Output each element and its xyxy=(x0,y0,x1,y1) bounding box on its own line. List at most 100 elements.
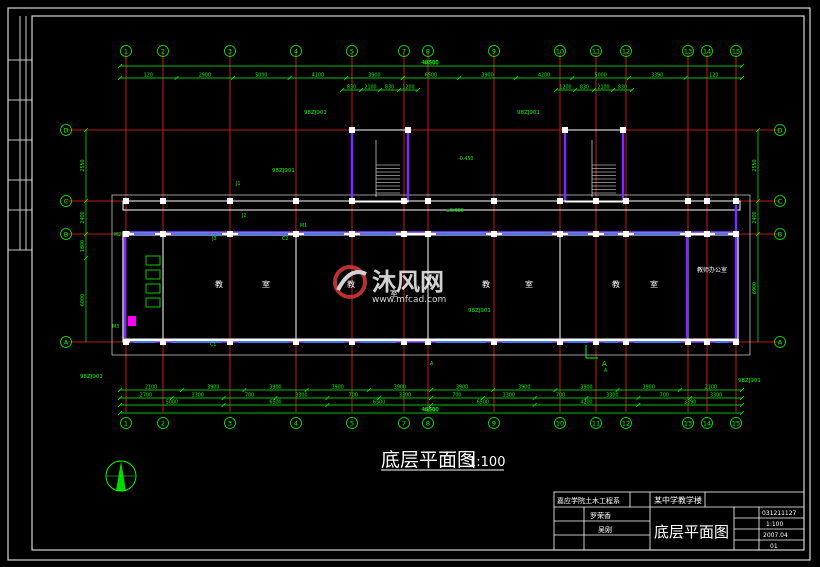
dim-bottom-row2-label: 3300 xyxy=(192,393,204,399)
column xyxy=(593,339,599,345)
column xyxy=(349,198,355,204)
axis-bubble-bottom xyxy=(120,417,132,429)
dim-top-row1-tick xyxy=(626,75,632,81)
dim-total-bottom-tick xyxy=(117,410,123,416)
misc-label: A xyxy=(430,361,434,367)
dim-top-row2a-label: 2100 xyxy=(364,85,376,91)
dim-bottom-row2-tick xyxy=(584,395,589,401)
dim-top-row1-tick xyxy=(400,75,405,81)
dim-bottom-row1-tick xyxy=(739,387,745,393)
misc-label: J1 xyxy=(235,181,240,187)
column xyxy=(349,339,355,345)
dim-top-row1-label: 5000 xyxy=(255,73,267,79)
axis-label-bottom: 14 xyxy=(703,420,711,428)
column xyxy=(160,198,166,204)
dim-bottom-row2-label: 700 xyxy=(452,393,461,399)
column xyxy=(593,198,599,204)
corridor-wall-north xyxy=(122,200,741,211)
axis-label-left: B xyxy=(64,231,68,239)
dim-bottom-row2-label: 3300 xyxy=(399,393,411,399)
dim-bottom-row2-label: 700 xyxy=(245,393,254,399)
dim-top-row1-label: 120 xyxy=(144,73,153,79)
tb-sheet: 01 xyxy=(770,543,778,550)
column xyxy=(425,339,431,345)
axis-bubble-bottom xyxy=(620,417,632,429)
dim-top-row1-tick xyxy=(287,75,292,81)
watermark-brand: 沐风网 xyxy=(372,268,444,296)
dim-top-row1-label: 3390 xyxy=(651,73,663,79)
column xyxy=(491,231,497,237)
stair-treads xyxy=(375,140,616,197)
axis-bubble-bottom xyxy=(398,417,410,429)
axis-bubble-right xyxy=(774,195,786,207)
watermark-logo-icon xyxy=(333,265,367,299)
axis-label-bottom: 9 xyxy=(492,420,496,428)
dim-bottom-row3-label: 6500 xyxy=(477,400,489,406)
dim-right-tick xyxy=(755,231,761,237)
dim-bottom-row2-tick xyxy=(376,395,382,401)
axis-bubble-left xyxy=(60,124,72,136)
axis-label-left: C xyxy=(64,198,69,206)
dim-top-row2b-label: 2100 xyxy=(597,85,609,91)
dim-top-row1-label: 3900 xyxy=(481,73,493,79)
dim-top-row1-tick xyxy=(739,75,745,81)
axis-bubble-top xyxy=(398,45,410,57)
axis-bubble-left xyxy=(60,228,72,240)
dim-left-tick xyxy=(83,231,89,237)
column xyxy=(425,231,431,237)
title-block xyxy=(553,491,805,551)
axis-label-bottom: 5 xyxy=(350,420,354,428)
dim-bottom-row2-label: 2700 xyxy=(140,393,152,399)
dim-bottom-row1-label: 3900 xyxy=(207,385,219,391)
column xyxy=(685,198,691,204)
column xyxy=(557,198,563,204)
dim-bottom-row1-tick xyxy=(304,387,309,393)
room-label: 室 xyxy=(525,279,533,289)
room-label: 室 xyxy=(262,279,270,289)
column xyxy=(349,127,355,133)
dim-top-row1-tick xyxy=(683,75,688,81)
dim-top-row1-tick xyxy=(457,75,462,81)
detail-reference: 98ZJ901 xyxy=(304,110,327,116)
dim-top-row1-tick xyxy=(117,75,123,81)
misc-label: C1 xyxy=(210,342,216,348)
axis-label-right: C xyxy=(778,198,783,206)
tb-designer: 罗荣香 xyxy=(590,511,611,520)
axis-label-top: 1 xyxy=(124,48,128,56)
watermark-url: www.mfcad.com xyxy=(372,295,446,305)
dim-total-top-tick xyxy=(739,63,745,69)
axis-label-bottom: 4 xyxy=(294,420,298,428)
dim-bottom-row1-label: 3900 xyxy=(643,385,655,391)
column xyxy=(491,198,497,204)
detail-reference: 98ZJ901 xyxy=(272,168,295,174)
column xyxy=(623,231,629,237)
tb-date: 2007.04 xyxy=(763,532,788,539)
section-marker-label: A xyxy=(602,360,607,368)
axis-label-top: 15 xyxy=(732,48,740,56)
dim-bottom-row2-tick xyxy=(532,395,537,401)
column xyxy=(623,339,629,345)
dim-bottom-row3-tick xyxy=(636,402,641,408)
dim-bottom-row1-tick xyxy=(366,387,372,393)
dim-top-row2a-tick xyxy=(396,87,402,93)
dim-bottom-row1-tick xyxy=(179,387,185,393)
axis-bubble-bottom xyxy=(346,417,358,429)
dim-bottom-row1-label: 2100 xyxy=(145,385,157,391)
axis-bubble-right xyxy=(774,228,786,240)
axis-bubble-bottom xyxy=(422,417,434,429)
column xyxy=(227,198,233,204)
dim-total-top-tick xyxy=(117,63,123,69)
axis-label-top: 13 xyxy=(684,48,692,56)
column xyxy=(160,231,166,237)
axis-bubble-top xyxy=(224,45,236,57)
column xyxy=(293,339,299,345)
axis-bubble-bottom xyxy=(488,417,500,429)
dim-bottom-row2-tick xyxy=(169,395,175,401)
dim-bottom-row2-label: 700 xyxy=(349,393,358,399)
column xyxy=(227,231,233,237)
axis-bubble-bottom xyxy=(590,417,602,429)
dim-bottom-row1-label: 3900 xyxy=(269,385,281,391)
dim-top-row1-label: 4200 xyxy=(538,73,550,79)
